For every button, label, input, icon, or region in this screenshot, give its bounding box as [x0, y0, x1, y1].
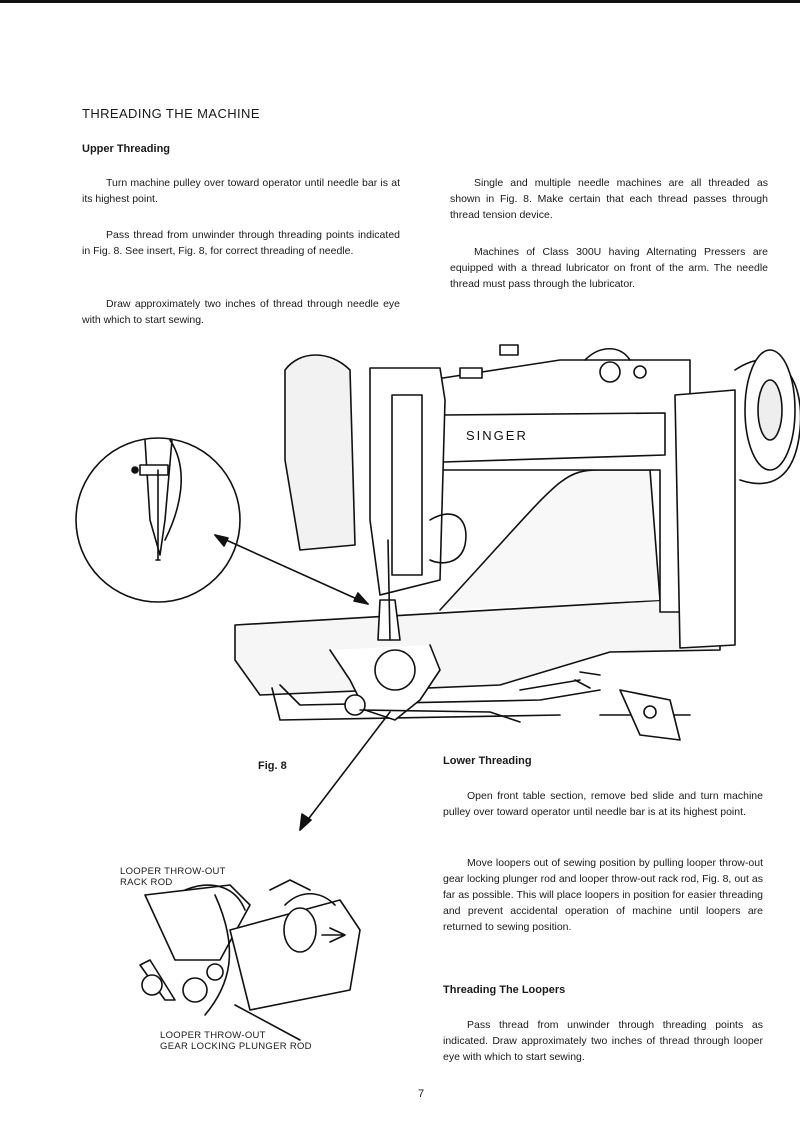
page-title: THREADING THE MACHINE	[82, 106, 260, 121]
upper-threading-paragraph-1: Turn machine pulley over toward operator…	[82, 177, 400, 205]
brand-logo: SINGER	[466, 428, 528, 443]
upper-threading-paragraph-2: Pass thread from unwinder through thread…	[82, 229, 400, 257]
upper-threading-heading: Upper Threading	[82, 143, 171, 155]
looper-throw-out-rack-rod-label: LOOPER THROW-OUT RACK ROD	[120, 866, 226, 888]
looper-pointer-arrow	[299, 711, 391, 831]
machine-body	[234, 344, 800, 721]
threading-loopers-heading: Threading The Loopers	[443, 984, 566, 996]
page-top-rule	[0, 0, 800, 3]
thread-lubricator-paragraph: Machines of Class 300U having Alternatin…	[450, 246, 768, 290]
figure-label: Fig. 8	[258, 760, 287, 772]
lower-threading-paragraph-2: Move loopers out of sewing position by p…	[443, 857, 763, 933]
page-number: 7	[418, 1088, 425, 1100]
looper-area	[329, 644, 691, 741]
lower-threading-heading: Lower Threading	[443, 755, 532, 767]
looper-gear-locking-plunger-rod-label: LOOPER THROW-OUT GEAR LOCKING PLUNGER RO…	[160, 1030, 312, 1052]
looper-inset-drawing	[139, 879, 361, 1041]
needle-detail-inset	[75, 437, 241, 603]
threading-loopers-paragraph: Pass thread from unwinder through thread…	[443, 1019, 763, 1063]
inset-pointer-arrow	[214, 534, 369, 605]
lower-threading-paragraph-1: Open front table section, remove bed sli…	[443, 790, 763, 818]
upper-threading-paragraph-3: Draw approximately two inches of thread …	[82, 298, 400, 326]
single-multiple-needle-paragraph: Single and multiple needle machines are …	[450, 177, 768, 221]
machine-head	[284, 354, 467, 641]
